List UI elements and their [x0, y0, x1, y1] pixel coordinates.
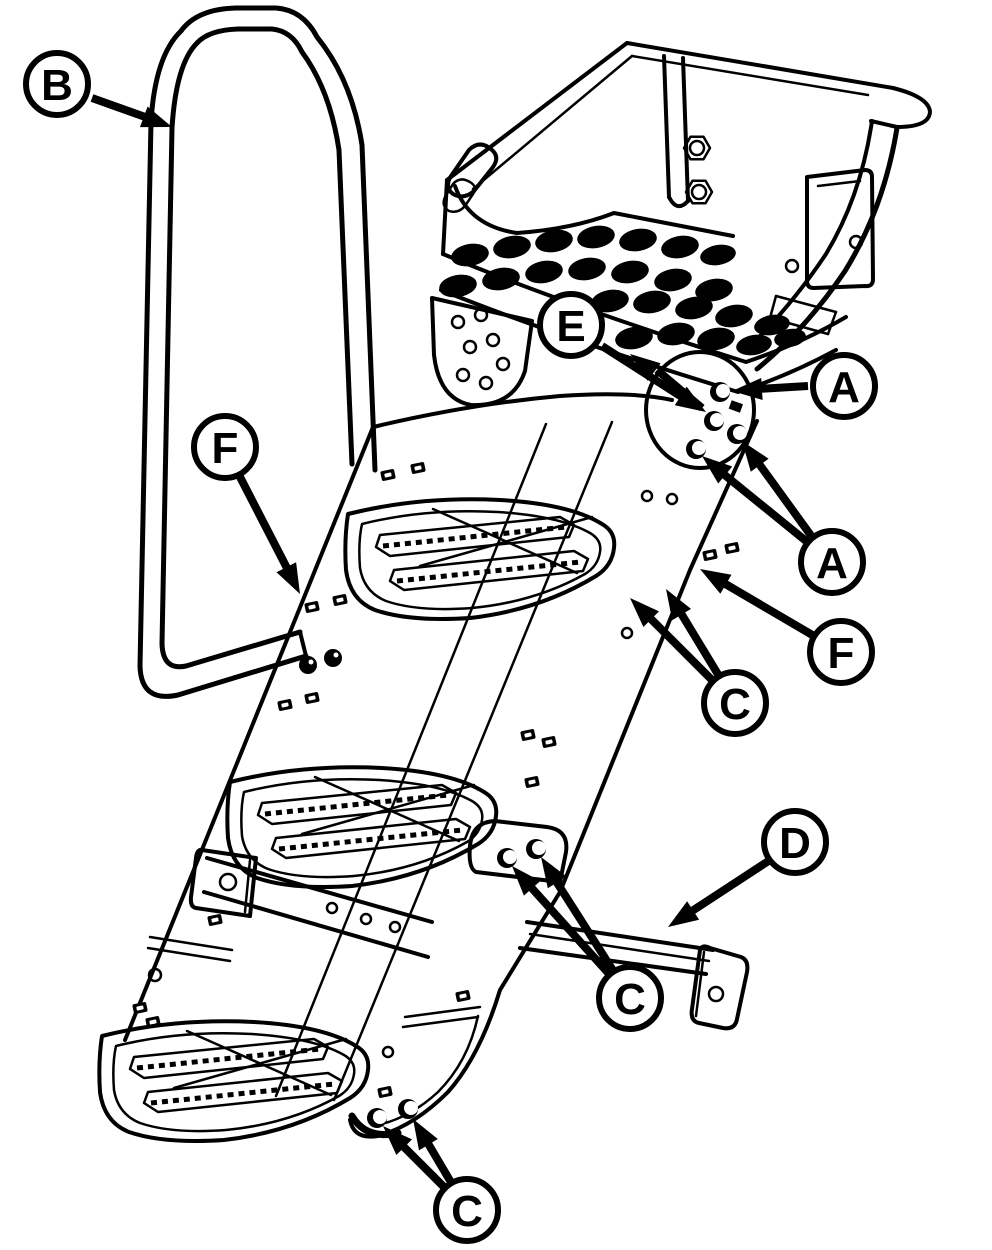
- operator-platform: [439, 41, 932, 394]
- ladder-top-edge: [371, 392, 674, 429]
- steps: [99, 499, 614, 1141]
- ladder-bottom-bracket-line: [403, 1005, 482, 1019]
- callout-c-bottom-letter: C: [451, 1187, 483, 1236]
- callout-b: B: [23, 50, 91, 118]
- callout-a-mid-arrow: [702, 441, 816, 545]
- ladder-bottom-bracket-line: [401, 1015, 480, 1029]
- pivot-bolt-a: [727, 424, 747, 444]
- platform-u-bracket: [662, 54, 690, 209]
- callout-balloons: B E A A F F C C: [23, 50, 878, 1244]
- step-3: [99, 1021, 368, 1141]
- bracket-bolt-c: [497, 848, 517, 868]
- handrail-mount-bolt: [299, 656, 317, 674]
- callout-d: D: [761, 808, 829, 876]
- support-strap: [188, 847, 434, 959]
- callout-e: E: [537, 291, 605, 359]
- handrail-end-cap: [298, 630, 308, 658]
- platform-left-inner: [471, 54, 634, 191]
- pivot-bolt-a: [710, 382, 730, 402]
- support-strut: [518, 920, 750, 1031]
- platform-rim-inner: [630, 54, 870, 97]
- platform-floor-back-edge: [453, 184, 735, 238]
- pivot-bolt-e: [704, 411, 724, 431]
- callout-c-mid: C: [701, 669, 769, 737]
- callout-e-letter: E: [556, 302, 585, 351]
- platform-backwall-left-edge: [445, 41, 629, 182]
- platform-hex-bolt: [684, 179, 714, 205]
- callout-f-left-letter: F: [212, 424, 239, 473]
- bottom-bolt-c: [398, 1099, 418, 1119]
- callout-c-lower-letter: C: [614, 975, 646, 1024]
- platform-side-plate: [784, 168, 875, 290]
- callout-c-lower: C: [596, 964, 664, 1032]
- callout-c-mid-arrow: [630, 589, 723, 684]
- bracket-bolt-c: [526, 839, 546, 859]
- callout-f-left: F: [191, 413, 259, 481]
- ladder-frame: [123, 296, 759, 1139]
- bottom-bolt-c: [367, 1108, 387, 1128]
- callout-arrows: [90, 94, 817, 1192]
- callout-a-top-letter: A: [828, 363, 860, 412]
- pivot-bolt-a: [686, 439, 706, 459]
- callout-a-top-arrow: [732, 378, 809, 400]
- platform-left-edge: [441, 178, 449, 256]
- callout-a-mid: A: [798, 528, 866, 596]
- callout-c-bottom: C: [433, 1176, 501, 1244]
- handrail: [137, 5, 378, 699]
- ladder-cross-line: [146, 946, 232, 963]
- gusset-plate: [430, 296, 534, 408]
- callout-a-mid-letter: A: [816, 539, 848, 588]
- rail-slots-and-holes: [132, 461, 740, 1099]
- ladder-bottom-inner-curve: [380, 1014, 480, 1126]
- callout-c-mid-letter: C: [719, 680, 751, 729]
- callout-a-top: A: [810, 352, 878, 420]
- step-2: [227, 767, 496, 887]
- callout-c-lower-arrow: [512, 857, 618, 978]
- lower-c-bracket: [467, 819, 569, 884]
- callout-f-right: F: [807, 618, 875, 686]
- callout-b-arrow: [90, 94, 172, 128]
- ladder-right-edge: [348, 419, 759, 1139]
- ladder-left-edge: [123, 425, 375, 1042]
- ladder-cross-line: [148, 935, 234, 952]
- callout-d-arrow: [668, 856, 773, 927]
- callout-b-letter: B: [41, 61, 73, 110]
- pivot-boss: [644, 350, 756, 470]
- callout-d-letter: D: [779, 819, 811, 868]
- callout-f-right-arrow: [700, 569, 817, 640]
- callout-f-right-letter: F: [828, 629, 855, 678]
- platform-left-hooks: [442, 142, 499, 214]
- handrail-mount-bolt: [324, 649, 342, 667]
- ladder-crease: [274, 422, 548, 1098]
- callout-f-left-arrow: [235, 473, 300, 594]
- callout-e-arrow: [599, 342, 706, 412]
- platform-tread-perforations: [439, 225, 806, 356]
- platform-rim-curl: [869, 86, 932, 129]
- handrail-outer-tube: [137, 5, 378, 699]
- callout-c-bottom-arrow: [383, 1119, 456, 1192]
- platform-rim-top: [625, 41, 895, 90]
- handrail-inner-tube: [159, 26, 355, 670]
- ladder-crease: [332, 420, 614, 1102]
